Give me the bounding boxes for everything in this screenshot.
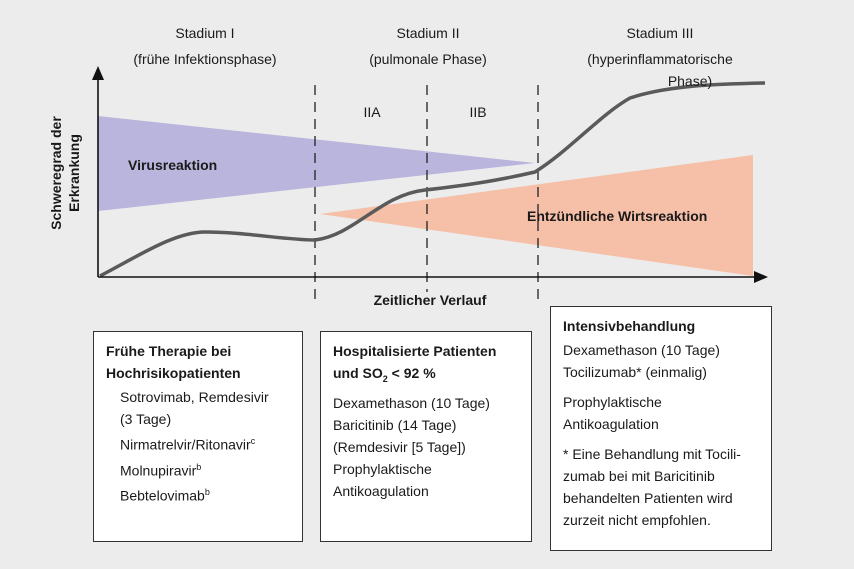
box-early-therapy-heading-1: Frühe Therapie bei	[106, 343, 232, 359]
severity-curve	[99, 81, 766, 278]
y-axis-label-line2: Erkrankung	[66, 134, 82, 212]
footnote-line: zumab bei mit Baricitinib	[563, 468, 715, 484]
box-hospitalized-heading-2: und SO2 < 92 %	[333, 365, 436, 384]
x-axis-label: Zeitlicher Verlauf	[373, 292, 487, 308]
stage-3-subtitle-line1: (hyperinflammatorische	[587, 51, 733, 67]
list-item: Bebtelovimabb	[120, 487, 210, 504]
box-early-therapy-heading-2: Hochrisikopatienten	[106, 365, 241, 381]
list-item: (3 Tage)	[120, 411, 172, 427]
virus-reaction-wedge	[98, 116, 535, 211]
y-axis-label-line1: Schweregrad der	[48, 116, 64, 230]
list-item: Dexamethason (10 Tage)	[563, 342, 720, 358]
stage-2-header: Stadium II (pulmonale Phase)	[340, 22, 516, 70]
footnote-line: zurzeit nicht empfohlen.	[563, 512, 711, 528]
list-item: Sotrovimab, Remdesivir	[120, 389, 269, 405]
box-intensive-care-heading: Intensivbehandlung	[563, 318, 696, 334]
stage-1-title: Stadium I	[175, 25, 235, 41]
host-reaction-label: Entzündliche Wirtsreaktion	[527, 208, 708, 224]
box-hospitalized-heading-1: Hospitalisierte Patienten	[333, 343, 497, 359]
substage-iib: IIB	[469, 104, 487, 120]
list-item: Nirmatrelvir/Ritonavirc	[120, 436, 256, 453]
list-item: (Remdesivir [5 Tage])	[333, 438, 466, 455]
y-axis-label: Schweregrad der Erkrankung	[47, 88, 83, 258]
stage-1-subtitle: (frühe Infektionsphase)	[133, 51, 277, 67]
list-item: Antikoagulation	[333, 482, 429, 499]
y-axis-arrowhead	[92, 66, 104, 80]
x-axis-arrowhead	[754, 271, 768, 283]
box-intensive-care: Intensivbehandlung Dexamethason (10 Tage…	[550, 306, 772, 551]
list-item: Dexamethason (10 Tage)	[333, 394, 490, 411]
box-hospitalized: Hospitalisierte Patienten und SO2 < 92 %…	[320, 331, 532, 542]
box-early-therapy: Frühe Therapie bei Hochrisikopatienten S…	[93, 331, 303, 542]
list-item: Tocilizumab* (einmalig)	[563, 364, 707, 380]
list-item: Antikoagulation	[563, 416, 659, 432]
box-early-therapy-list: Sotrovimab, Remdesivir (3 Tage) Nirmatre…	[106, 386, 290, 507]
list-item: Prophylaktische	[563, 394, 662, 410]
list-item: Molnupiravirb	[120, 461, 202, 479]
list-item: Prophylaktische	[333, 460, 432, 477]
stage-3-subtitle-line2: Phase)	[667, 73, 713, 89]
substage-iia: IIA	[363, 104, 381, 120]
footnote-line: * Eine Behandlung mit Tocili-	[563, 446, 741, 462]
virus-reaction-label: Virusreaktion	[128, 157, 218, 173]
stage-1-header: Stadium I (frühe Infektionsphase)	[110, 22, 300, 70]
stage-2-title: Stadium II	[396, 25, 460, 41]
list-item: Baricitinib (14 Tage)	[333, 416, 457, 433]
stage-3-header: Stadium III (hyperinflammatorische Phase…	[555, 22, 765, 92]
stage-3-title: Stadium III	[626, 25, 694, 41]
footnote-line: behandelten Patienten wird	[563, 490, 733, 506]
host-reaction-wedge	[320, 155, 753, 276]
stage-2-subtitle: (pulmonale Phase)	[369, 51, 487, 67]
